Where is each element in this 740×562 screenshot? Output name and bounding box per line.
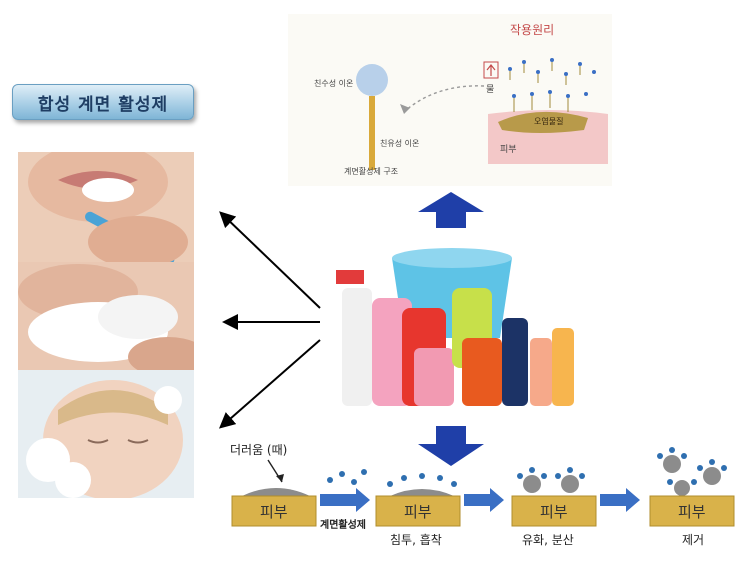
process-arrow-1 — [320, 488, 370, 512]
skin-label-2: 피부 — [404, 503, 432, 521]
down-block-arrow-icon — [418, 426, 484, 466]
skin-block-3 — [511, 495, 597, 527]
dashed-arrow — [405, 85, 485, 111]
dirt-label: 오염물질 — [534, 117, 563, 126]
skin-label: 피부 — [500, 144, 517, 155]
principle-diagram: 작용원리 친수성 이온 친유성 이온 계면활성제 구조 오염물질 피부 물 — [288, 14, 612, 186]
step-2-label: 유화, 분산 — [522, 533, 574, 547]
process-arrow-3 — [600, 488, 640, 512]
structure-label: 계면활성제 구조 — [344, 166, 398, 176]
title-badge: 합성 계면 활성제 — [12, 84, 194, 120]
photo-toothbrush — [18, 152, 194, 262]
step-3-label: 제거 — [682, 533, 704, 547]
surfactant-molecules — [508, 58, 596, 98]
photo-foam-hands — [18, 262, 194, 370]
water-label: 물 — [486, 84, 494, 95]
hydrophilic-head-icon — [356, 64, 388, 96]
hydrophilic-label: 친수성 이온 — [314, 78, 353, 88]
principle-heading: 작용원리 — [510, 23, 554, 37]
skin-label-3: 피부 — [540, 503, 568, 521]
skin-block-1 — [231, 495, 317, 527]
surfactant-label: 계면활성제 — [320, 518, 366, 531]
arrow-to-child — [218, 339, 321, 429]
skin-label-4: 피부 — [678, 503, 706, 521]
title-text: 합성 계면 활성제 — [37, 94, 169, 115]
lipophilic-label: 친유성 이온 — [380, 138, 419, 148]
process-arrow-2 — [464, 488, 504, 512]
arrow-to-toothbrush — [219, 211, 321, 309]
dirt-area — [498, 111, 588, 133]
dirt-blob — [242, 488, 310, 496]
dirt-label: 더러움 (때) — [230, 443, 287, 457]
cleaning-products-photo — [332, 228, 580, 408]
skin-label-1: 피부 — [260, 503, 288, 521]
up-block-arrow-icon — [418, 192, 484, 228]
cleaning-process-diagram: 더러움 (때) 피부 계면활성제 피부 침투, 흡착 피부 유화, 분산 피부 … — [230, 443, 735, 547]
arrows-to-photos — [218, 211, 321, 429]
step-1-label: 침투, 흡착 — [390, 533, 442, 547]
surfactant-molecules-1 — [327, 469, 367, 485]
up-arrow-icon — [486, 64, 496, 76]
skin-block-4 — [649, 495, 735, 527]
skin-block-2 — [375, 495, 461, 527]
lipophilic-tail-icon — [369, 96, 375, 170]
photo-child-bubbles — [18, 370, 194, 498]
